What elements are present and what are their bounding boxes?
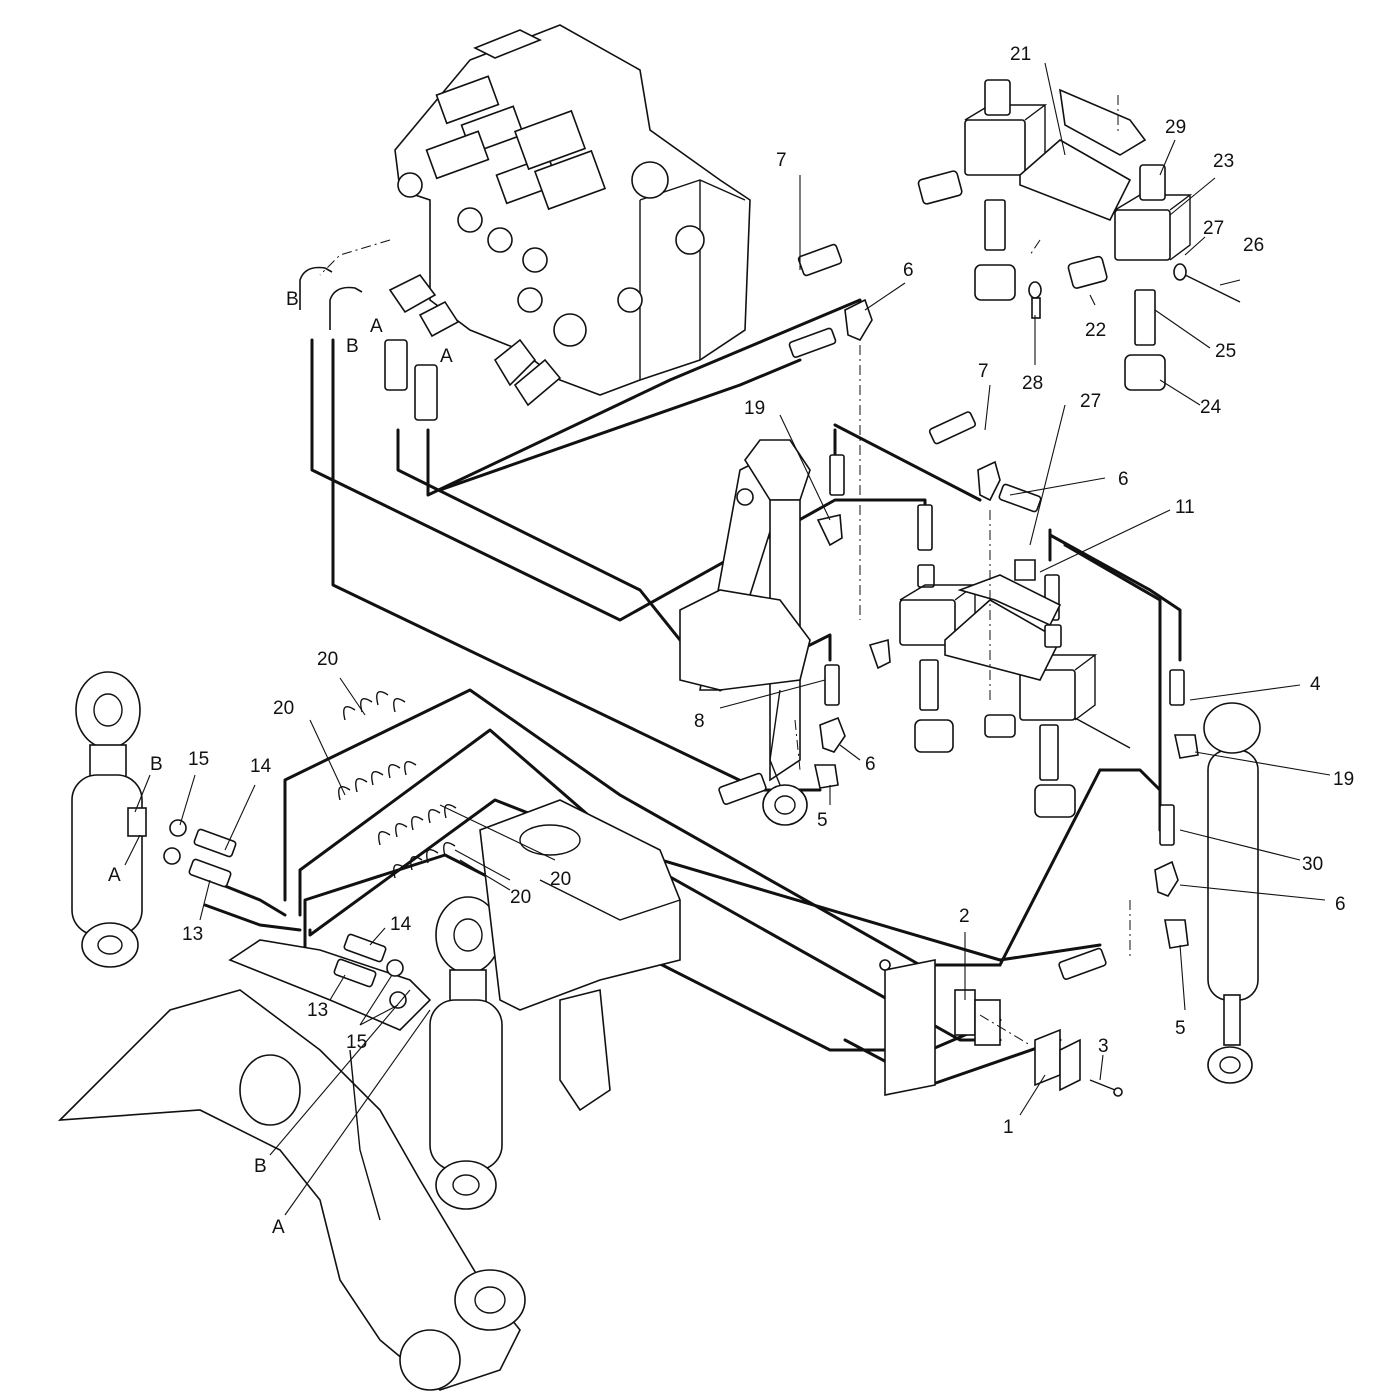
callout-A-center-cylinder: A	[272, 1217, 285, 1238]
callout-23: 23	[1213, 151, 1234, 172]
callout-A-valve-left: A	[370, 316, 383, 337]
clamp-plate-assembly	[879, 959, 1123, 1097]
callout-7-top: 7	[776, 150, 787, 171]
callout-20-top: 20	[317, 649, 338, 670]
callout-5-center: 5	[817, 810, 828, 831]
callout-15-left: 15	[188, 749, 209, 770]
callout-B-center-cylinder: B	[254, 1156, 267, 1177]
callout-21: 21	[1010, 44, 1031, 65]
callout-14-left: 14	[250, 756, 272, 777]
callout-28: 28	[1022, 373, 1043, 394]
control-valve-block	[394, 24, 751, 407]
callout-20-upper: 20	[273, 698, 294, 719]
callout-labels: 1 2 3 4 5 5 6 6 6 6 7 7 8 11 13 13 14 14…	[108, 44, 1354, 1238]
callout-22: 22	[1085, 320, 1106, 341]
callout-2: 2	[959, 906, 970, 927]
callout-14-center: 14	[390, 914, 412, 935]
callout-27-lower: 27	[1080, 391, 1101, 412]
loader-arm-linkage	[57, 939, 526, 1391]
callout-27-upper: 27	[1203, 218, 1224, 239]
cylinder-hose-ends	[163, 819, 407, 1009]
callout-6-top: 6	[903, 260, 914, 281]
callout-6-mid-right: 6	[1118, 469, 1129, 490]
callout-B-valve-left: B	[286, 289, 299, 310]
callout-26: 26	[1243, 235, 1264, 256]
callout-13-left: 13	[182, 924, 203, 945]
callout-20-lower: 20	[510, 887, 531, 908]
spiral-hose-guards	[338, 691, 457, 879]
callout-20-mid: 20	[550, 869, 571, 890]
callout-13-center: 13	[307, 1000, 328, 1021]
callout-B-valve-right: B	[346, 336, 359, 357]
callout-30: 30	[1302, 854, 1323, 875]
callout-6-right: 6	[1335, 894, 1346, 915]
callout-19-right: 19	[1333, 769, 1354, 790]
callout-15-center: 15	[346, 1032, 367, 1053]
callout-7-mid: 7	[978, 361, 989, 382]
valve-outlet-hoses	[299, 266, 460, 421]
lift-arm-upright	[679, 439, 811, 826]
callout-25: 25	[1215, 341, 1236, 362]
callout-24: 24	[1200, 397, 1222, 418]
left-lift-cylinder	[71, 671, 147, 968]
callout-29: 29	[1165, 117, 1186, 138]
callout-A-left-cylinder: A	[108, 865, 121, 886]
callout-5-right: 5	[1175, 1018, 1186, 1039]
callout-4: 4	[1310, 674, 1321, 695]
loader-frame	[479, 799, 681, 1112]
callout-B-left-cylinder: B	[150, 754, 163, 775]
center-lift-cylinder	[429, 896, 503, 1210]
centre-lines	[319, 95, 1131, 1046]
callout-19-top: 19	[744, 398, 765, 419]
callout-1: 1	[1003, 1117, 1014, 1138]
leader-lines	[124, 62, 1331, 1216]
callout-3: 3	[1098, 1036, 1109, 1057]
callout-6-center: 6	[865, 754, 876, 775]
right-lift-cylinder	[1203, 702, 1261, 1084]
valve-blocks-and-brackets	[899, 79, 1241, 818]
callout-11: 11	[1175, 497, 1195, 518]
callout-A-valve-right: A	[440, 346, 453, 367]
callout-8: 8	[694, 711, 705, 732]
